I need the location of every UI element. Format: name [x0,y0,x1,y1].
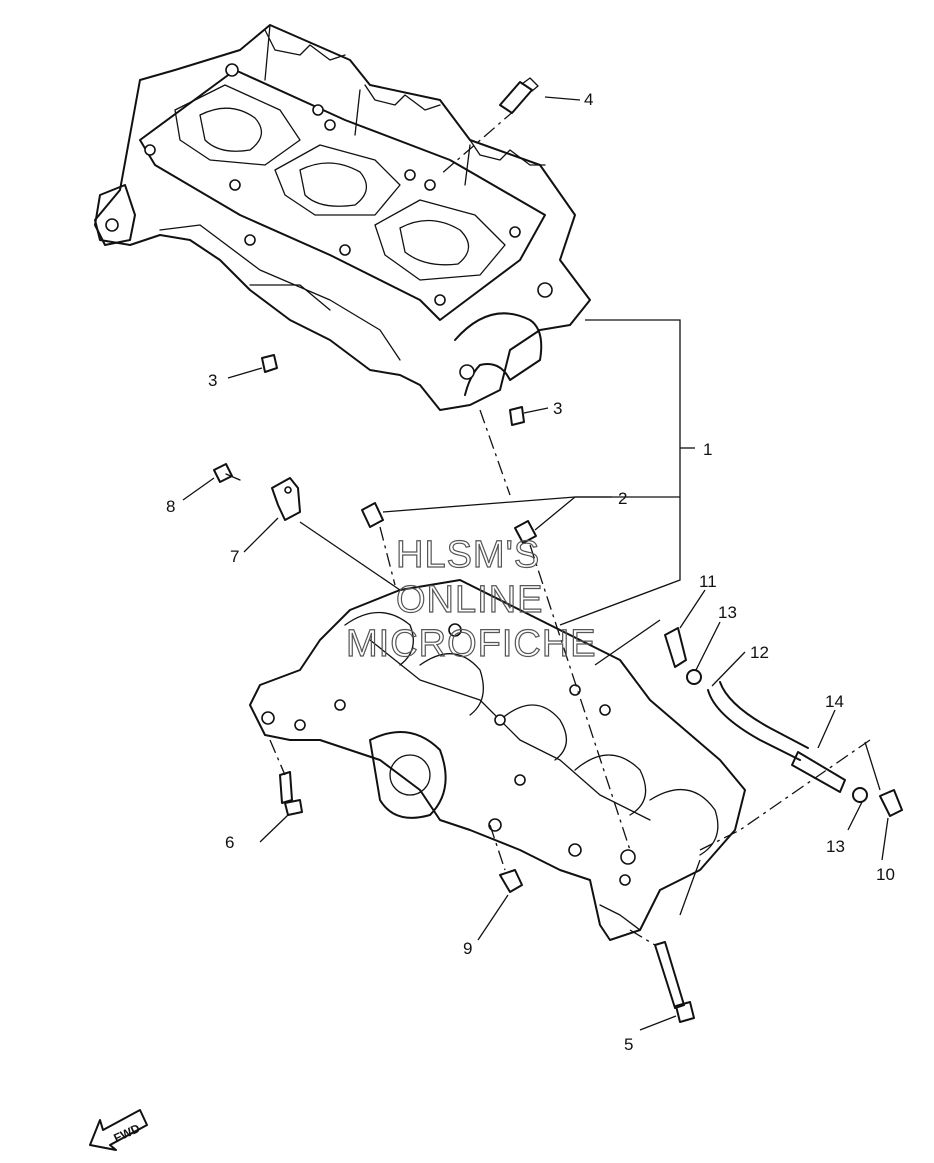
callout-10: 10 [876,865,895,884]
callout-12: 12 [750,643,769,662]
dowel-pin-a [361,502,384,528]
callout-6: 6 [225,833,234,852]
callout-8: 8 [166,497,175,516]
lower-crankcase [249,579,746,941]
upper-crankcase [94,24,591,426]
watermark-line-3: MICROFICHE [346,623,597,665]
watermark-line-1: HLSM'S [396,534,540,576]
small-parts [213,463,903,1023]
callout-3-lower: 3 [553,399,562,418]
callout-14: 14 [825,692,844,711]
callout-11: 11 [699,572,717,591]
fwd-label: FWD [111,1121,142,1145]
callout-4: 4 [584,90,593,109]
callout-2: 2 [618,489,627,508]
callout-labels: 1 2 3 3 4 5 6 7 8 9 10 11 12 13 13 14 [166,90,895,1054]
callout-13-upper: 13 [718,603,737,622]
callout-9: 9 [463,939,472,958]
callout-13-lower: 13 [826,837,845,856]
dowel-pin-b [514,520,537,544]
callout-1: 1 [703,440,712,459]
watermark: HLSM'S ONLINE MICROFICHE [345,533,597,665]
fwd-arrow-icon: FWD [89,1109,148,1151]
callout-5: 5 [624,1035,633,1054]
callout-7: 7 [230,547,239,566]
watermark-line-2: ONLINE [396,579,543,621]
callout-3-upper: 3 [208,371,217,390]
leader-lines [182,96,889,1031]
